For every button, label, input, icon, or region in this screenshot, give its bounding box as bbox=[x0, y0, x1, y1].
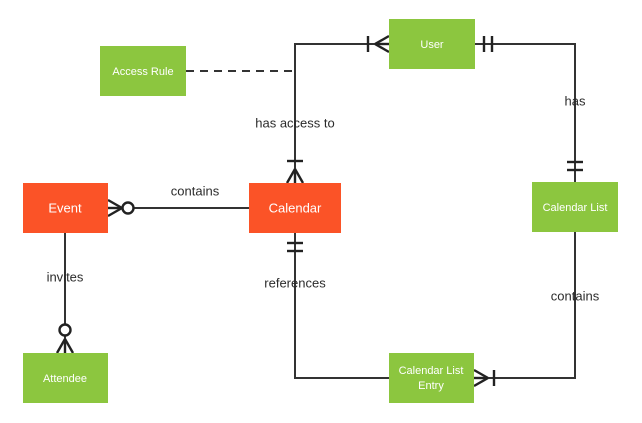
cardinality-calendar-top-one-many bbox=[285, 159, 305, 184]
entity-access-rule[interactable]: Access Rule bbox=[100, 46, 186, 96]
relationship-label-contains-calendar: contains bbox=[171, 183, 220, 198]
cardinality-calendar-bottom-exactly-one bbox=[287, 241, 303, 253]
edge-calendar-list-calendar-list-entry bbox=[474, 232, 576, 379]
entity-user-label: User bbox=[420, 39, 444, 51]
edge-user-calendar bbox=[294, 43, 389, 183]
cardinality-attendee-top-zero-many bbox=[55, 323, 75, 354]
relationship-label-contains-entry: contains bbox=[551, 288, 600, 303]
entity-calendar[interactable]: Calendar bbox=[249, 183, 341, 233]
entity-calendar-list-entry-label-line1: Calendar List bbox=[399, 365, 464, 377]
edge-calendar-calendar-list-entry bbox=[294, 233, 389, 379]
entity-attendee-label: Attendee bbox=[43, 373, 87, 385]
cardinality-event-right-zero-many bbox=[107, 198, 135, 218]
entity-access-rule-label: Access Rule bbox=[112, 66, 173, 78]
entity-calendar-list[interactable]: Calendar List bbox=[532, 182, 618, 232]
relationship-label-has: has bbox=[565, 93, 586, 108]
cardinality-user-right-exactly-one bbox=[482, 36, 494, 52]
entity-event[interactable]: Event bbox=[23, 183, 108, 233]
entity-user[interactable]: User bbox=[389, 19, 475, 69]
entity-event-label: Event bbox=[48, 200, 82, 215]
entity-calendar-list-entry-label-line2: Entry bbox=[418, 380, 444, 392]
edge-user-calendar-list bbox=[475, 43, 576, 182]
cardinality-calendar-list-top-exactly-one bbox=[567, 160, 583, 172]
cardinality-user-left-one-many bbox=[366, 34, 390, 54]
cardinality-cle-right-many-one bbox=[473, 368, 496, 388]
relationship-label-has-access-to: has access to bbox=[255, 115, 335, 130]
entity-calendar-list-label: Calendar List bbox=[543, 202, 608, 214]
relationship-label-invites: invites bbox=[47, 269, 84, 284]
entity-calendar-list-entry[interactable]: Calendar List Entry bbox=[389, 353, 474, 403]
entity-calendar-label: Calendar bbox=[269, 200, 322, 215]
entity-attendee[interactable]: Attendee bbox=[23, 353, 108, 403]
relationship-label-references: references bbox=[264, 275, 326, 290]
